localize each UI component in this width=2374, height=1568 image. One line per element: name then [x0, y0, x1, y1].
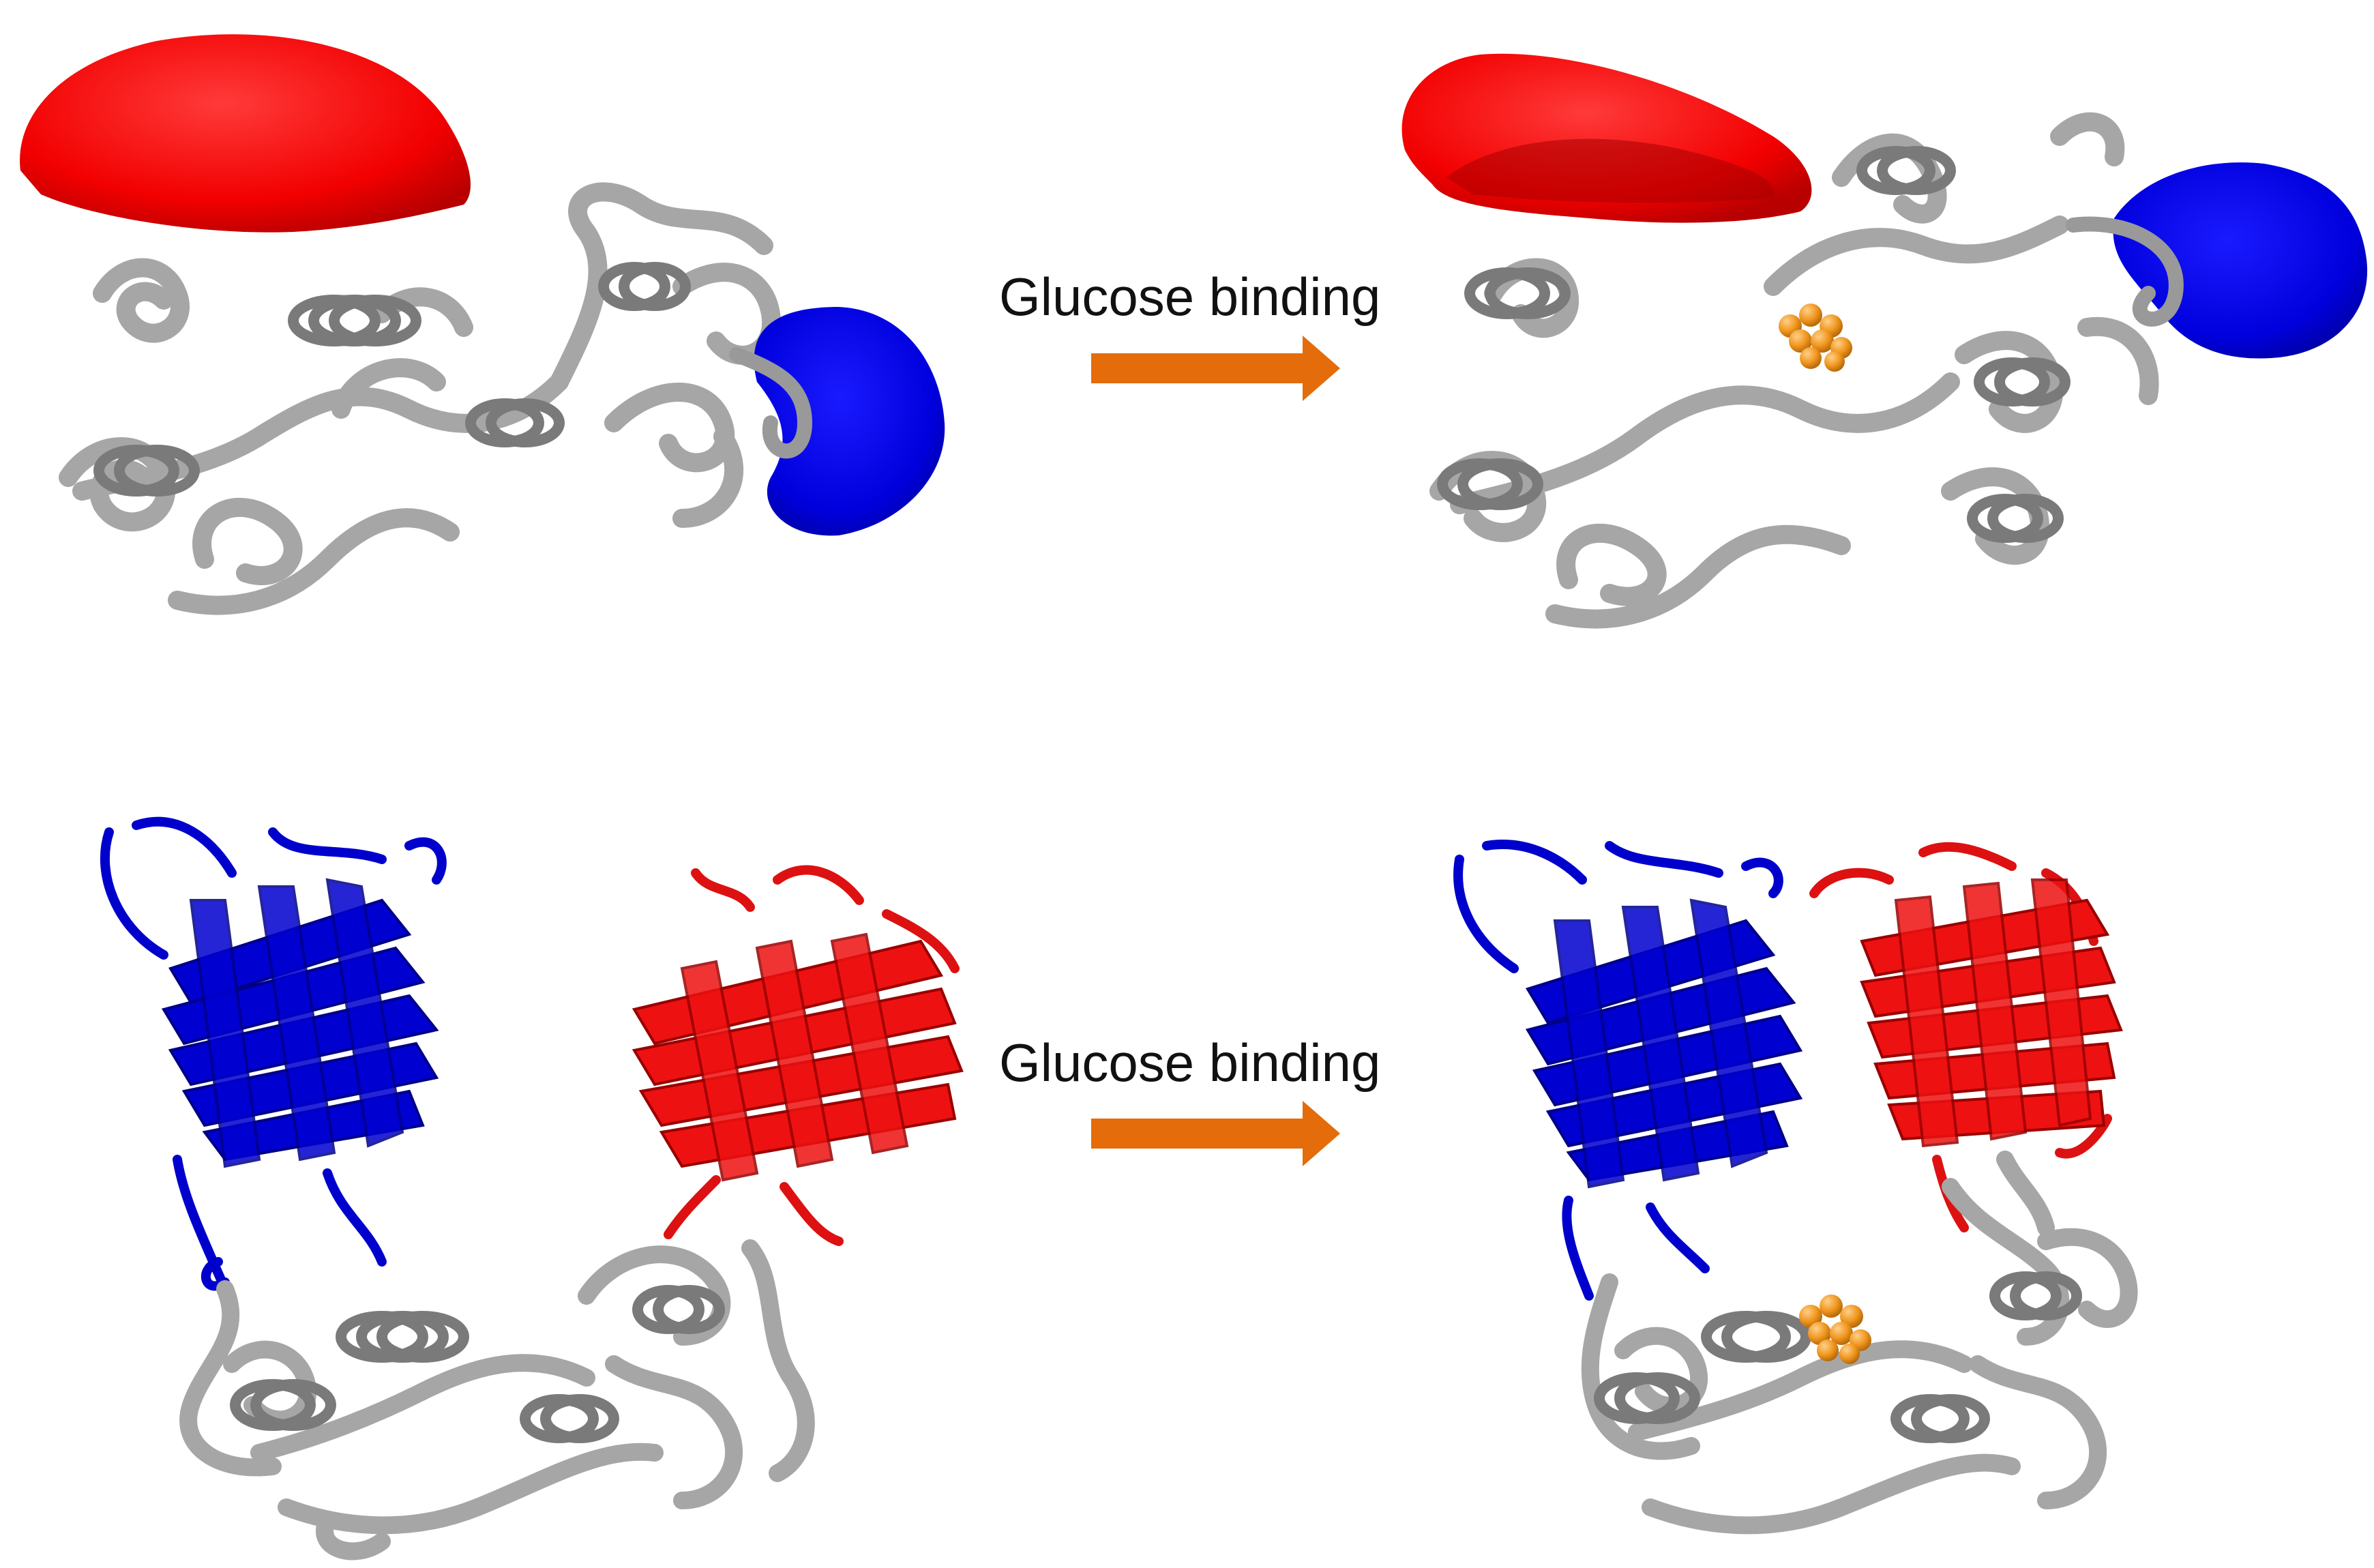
red-beta-barrel-bottom-right: [1809, 842, 2123, 1232]
glucose-binding-label-bottom: Glucose binding: [999, 1033, 1380, 1093]
gray-helices-bottom-left: [230, 1285, 725, 1443]
structure-top-left: [20, 34, 945, 615]
gray-ribbon-bottom-left: [179, 1239, 815, 1560]
gray-helices-top-left: [93, 262, 691, 497]
gray-ribbon-top-left: [59, 182, 782, 615]
arrow-top: [1091, 336, 1340, 401]
transition-bottom: Glucose binding: [999, 1033, 1380, 1166]
red-surface-top-left: [20, 34, 471, 233]
blue-beta-barrel-bottom-right: [1453, 840, 1803, 1301]
arrow-bottom: [1091, 1101, 1340, 1166]
blue-surface-top-left: [754, 307, 945, 536]
red-beta-barrel-bottom-left: [632, 865, 964, 1246]
gray-loop-over-blue-left: [729, 347, 813, 459]
transition-top: Glucose binding: [999, 267, 1380, 401]
gray-loop-over-blue-right: [2066, 216, 2184, 327]
structure-top-right: [1401, 53, 2368, 629]
glucose-ligand-top: [1779, 304, 1852, 372]
glucose-binding-label-top: Glucose binding: [999, 267, 1380, 327]
glucose-ligand-bottom: [1799, 1295, 1871, 1364]
blue-beta-barrel-bottom-left: [100, 816, 447, 1294]
structure-bottom-right: [1453, 840, 2138, 1535]
gray-helices-bottom-right: [1594, 1271, 2082, 1443]
gray-helices-top-right: [1437, 146, 2071, 543]
blue-surface-top-right: [2113, 162, 2368, 359]
red-surface-fold-top-right: [1446, 138, 1775, 203]
structure-bottom-left: [100, 816, 964, 1560]
